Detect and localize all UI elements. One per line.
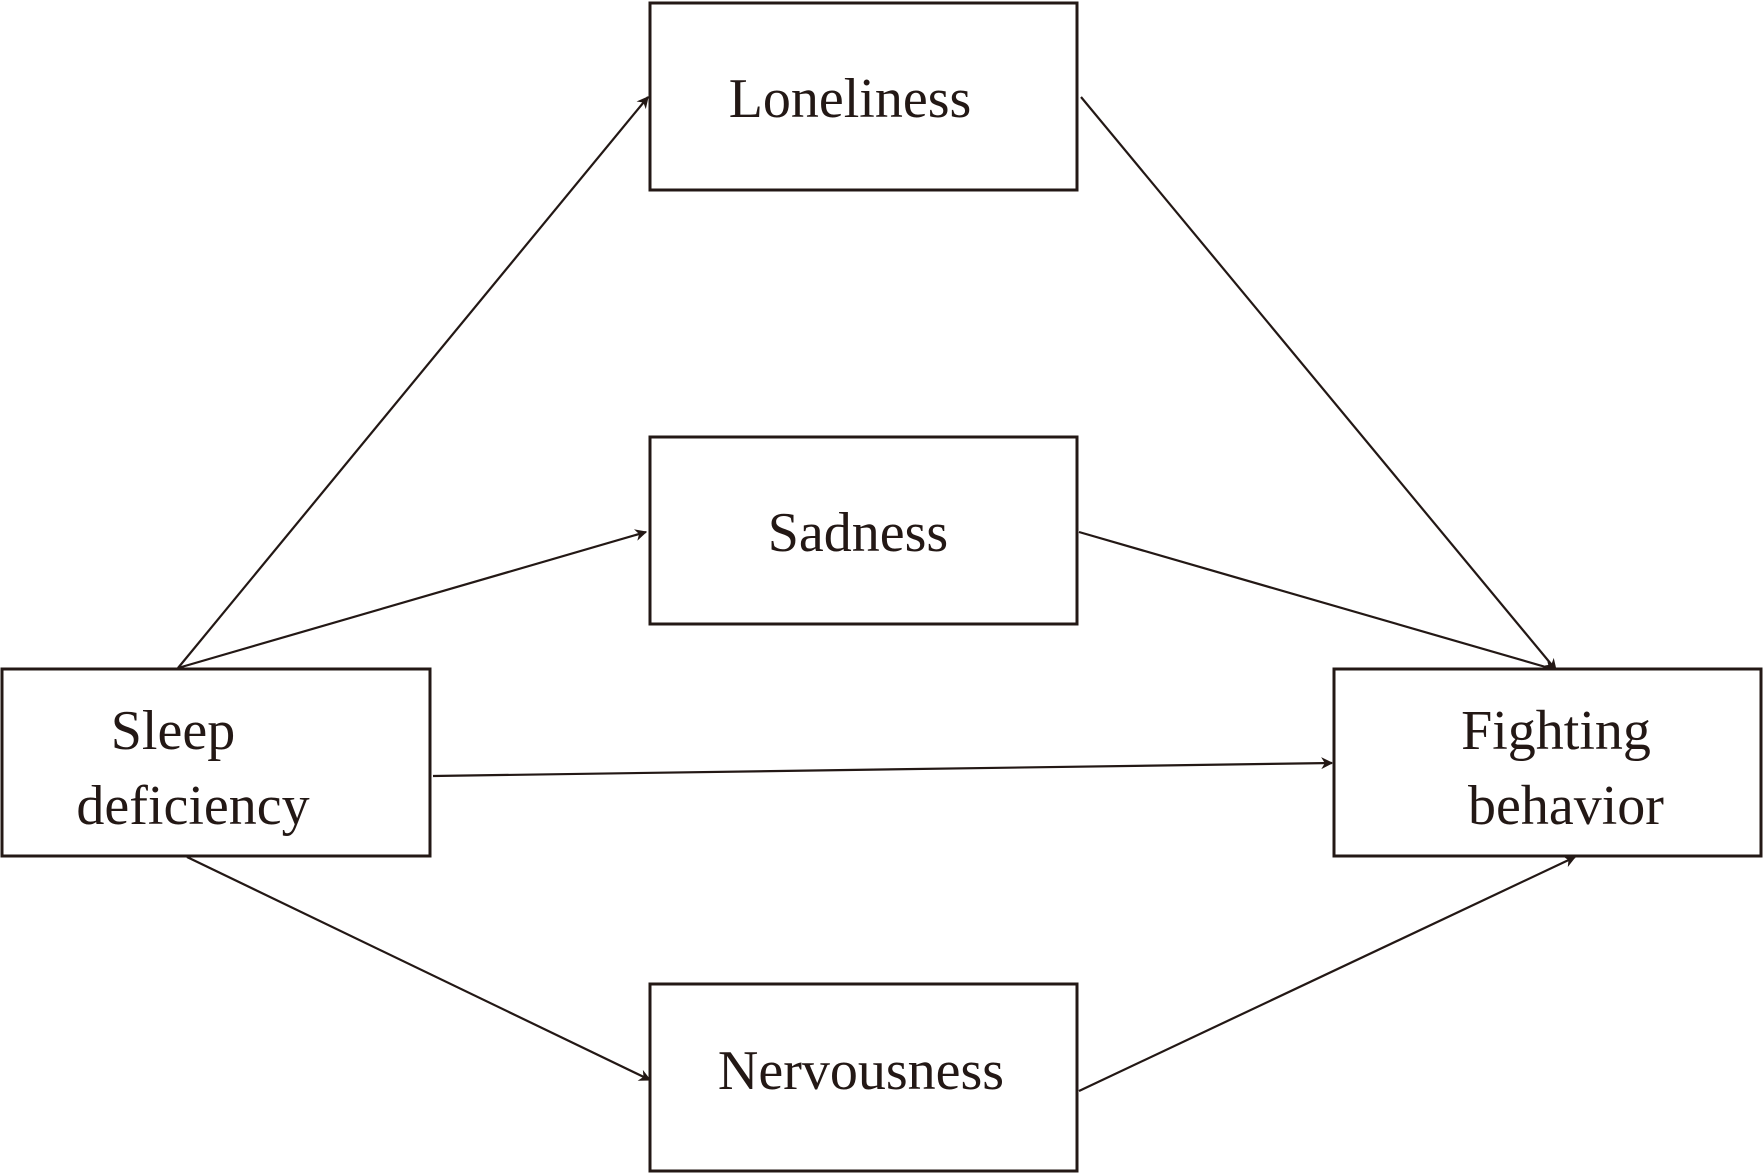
edge-nervousness-to-fighting — [1078, 856, 1577, 1092]
node-sadness: Sadness — [648, 435, 1079, 626]
edge-sleep-to-nervousness — [186, 856, 652, 1081]
node-fighting-behavior: Fighting behavior — [1332, 667, 1763, 858]
node-label: Fighting behavior — [1461, 700, 1665, 837]
node-box — [1332, 667, 1763, 858]
node-sleep-deficiency: Sleep deficiency — [0, 667, 432, 858]
node-label-line: Sleep — [111, 700, 235, 762]
node-label: Sleep deficiency — [76, 700, 309, 837]
node-box — [0, 667, 432, 858]
node-label-line: Loneliness — [729, 68, 972, 130]
edge-sadness-to-fighting — [1078, 530, 1558, 673]
node-box — [648, 1, 1079, 192]
edge-loneliness-to-fighting — [1080, 96, 1557, 671]
node-label-line: Sadness — [768, 502, 948, 564]
edges — [177, 96, 1577, 1092]
node-label: Sadness — [768, 502, 948, 564]
edge-sleep-to-fighting — [432, 757, 1334, 778]
node-label: Loneliness — [729, 68, 972, 130]
node-label-line: deficiency — [76, 775, 309, 837]
node-nervousness: Nervousness — [648, 982, 1079, 1173]
node-loneliness: Loneliness — [648, 1, 1079, 192]
node-label: Nervousness — [718, 1040, 1004, 1102]
edge-sleep-to-sadness — [177, 529, 648, 670]
node-box — [648, 982, 1079, 1173]
node-label-line: Fighting — [1461, 700, 1651, 762]
node-box — [648, 435, 1079, 626]
edge-sleep-to-loneliness — [177, 96, 649, 669]
node-label-line: behavior — [1468, 775, 1664, 837]
node-label-line: Nervousness — [718, 1040, 1004, 1102]
